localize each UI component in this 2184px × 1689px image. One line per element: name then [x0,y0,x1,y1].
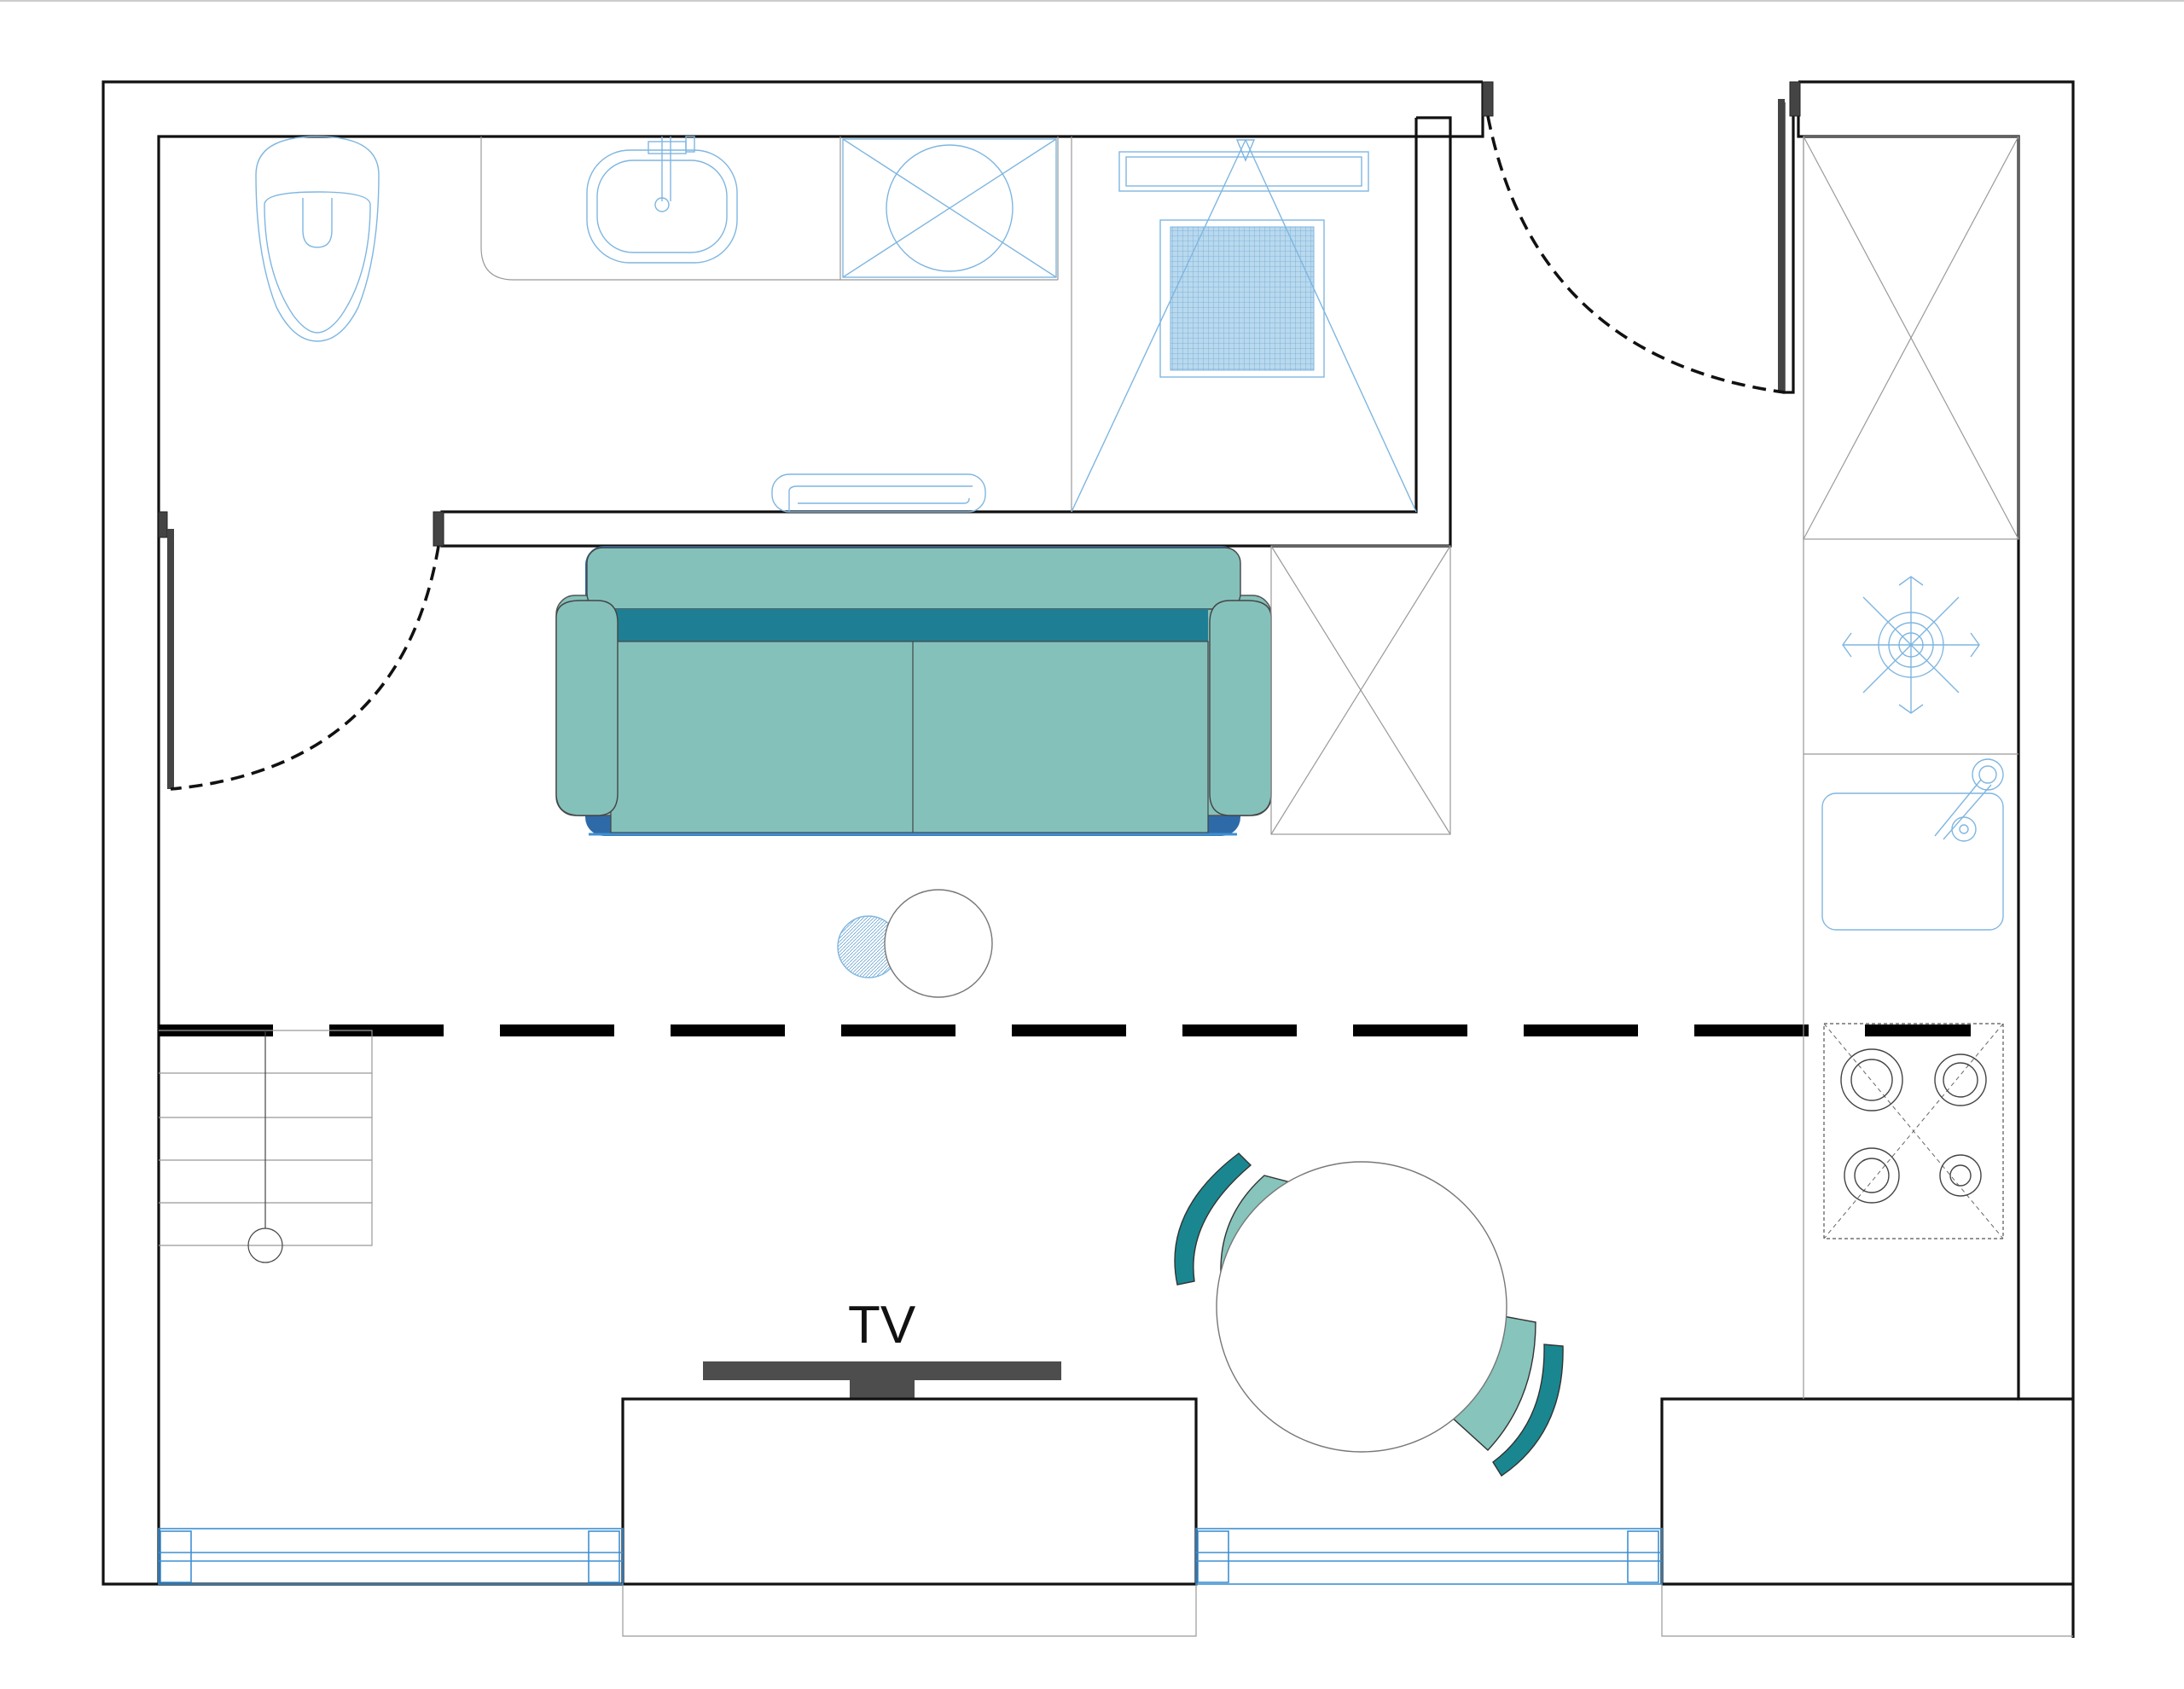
vanity-counter [480,136,1059,281]
window-right [1195,1528,1663,1585]
tv-icon[interactable] [703,1361,1061,1399]
washing-machine-icon [842,138,1057,278]
door-jamb-entry-2 [1789,81,1801,117]
refrigerator-icon [1803,136,2019,540]
tv-label: TV [848,1296,916,1355]
entry-door[interactable] [1486,99,1786,394]
door-jamb-left [158,511,168,538]
dining-table-icon[interactable] [1174,1152,1564,1477]
storage-cabinet [1270,545,1451,835]
toilet-icon [255,136,380,342]
coffee-table-icon[interactable] [837,889,993,998]
window-left [158,1528,624,1585]
door-jamb-bath [433,511,444,547]
cooktop-icon [1823,1023,2004,1239]
door-jamb-entry [1482,81,1494,117]
range-hood-icon [1804,576,2018,755]
outer-walls [102,80,2075,1638]
chair-bottom-right[interactable] [1449,1313,1564,1477]
bathroom-sink-icon [586,136,738,264]
right-niche-wall [1661,1584,2073,1637]
shower-icon [1071,139,1417,513]
radiator-icon [771,473,986,513]
sofa-icon[interactable] [555,546,1272,836]
bathroom-door[interactable] [167,529,440,791]
kitchen-sink-icon [1821,758,2004,931]
tv-niche-wall [621,1397,1198,1637]
stairs-icon[interactable] [159,1030,373,1263]
